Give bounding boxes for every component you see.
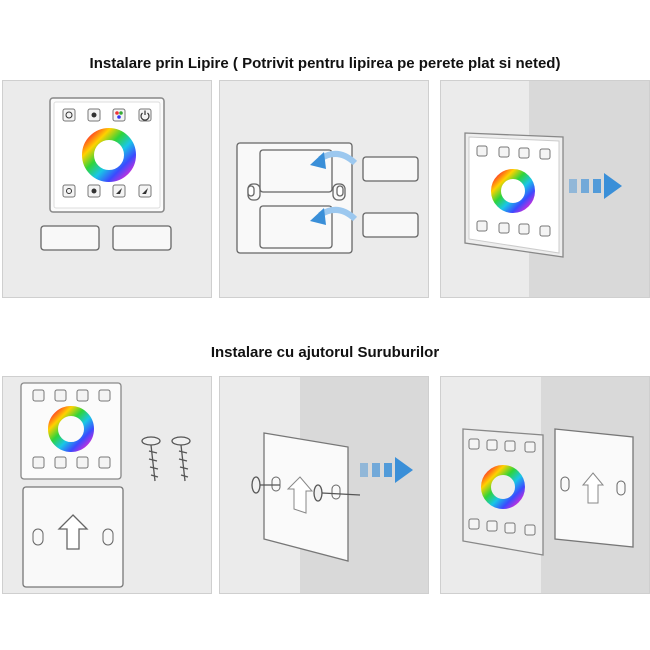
effect-icon xyxy=(87,108,101,122)
brightness-up-icon xyxy=(87,184,101,198)
adhesive-pad-top xyxy=(362,156,419,182)
screw-right-icon xyxy=(313,484,361,502)
screw-step-2-panel xyxy=(219,376,429,594)
color-wheel xyxy=(82,128,136,182)
backplate-mounted xyxy=(554,428,634,548)
adhesive-step-3-panel xyxy=(440,80,650,298)
screw-step-1-panel xyxy=(2,376,212,594)
adhesive-pad-left xyxy=(40,225,100,251)
backplate-angled xyxy=(263,432,349,562)
touch-panel-angled xyxy=(464,132,564,258)
adhesive-step-1-panel xyxy=(2,80,212,298)
screw-install-title: Instalare cu ajutorul Suruburilor xyxy=(210,344,440,361)
dashed-arrow-right-icon xyxy=(360,457,413,483)
rocket-icon xyxy=(138,184,152,198)
curved-arrow-bottom-icon xyxy=(310,206,358,225)
up-arrow-icon xyxy=(57,514,89,550)
power-icon xyxy=(138,108,152,122)
dashed-arrow-right-icon xyxy=(569,173,622,199)
backplate xyxy=(22,486,124,588)
screw-right-icon xyxy=(171,436,191,482)
adhesive-pad-right xyxy=(112,225,172,251)
adhesive-install-title: Instalare prin Lipire ( Potrivit pentru … xyxy=(89,55,561,72)
adhesive-step-2-panel xyxy=(219,80,429,298)
touch-panel-front-small xyxy=(20,382,122,480)
screw-left-icon xyxy=(141,436,161,482)
panel-back xyxy=(236,142,353,254)
color-palette-icon xyxy=(112,108,126,122)
mode-icon xyxy=(62,108,76,122)
speed-icon xyxy=(112,184,126,198)
adhesive-pad-bottom xyxy=(362,212,419,238)
touch-panel-front xyxy=(49,97,165,213)
touch-panel-angled-small xyxy=(462,428,544,556)
screw-left-icon xyxy=(251,476,280,494)
brightness-down-icon xyxy=(62,184,76,198)
curved-arrow-top-icon xyxy=(310,150,358,169)
screw-step-3-panel xyxy=(440,376,650,594)
